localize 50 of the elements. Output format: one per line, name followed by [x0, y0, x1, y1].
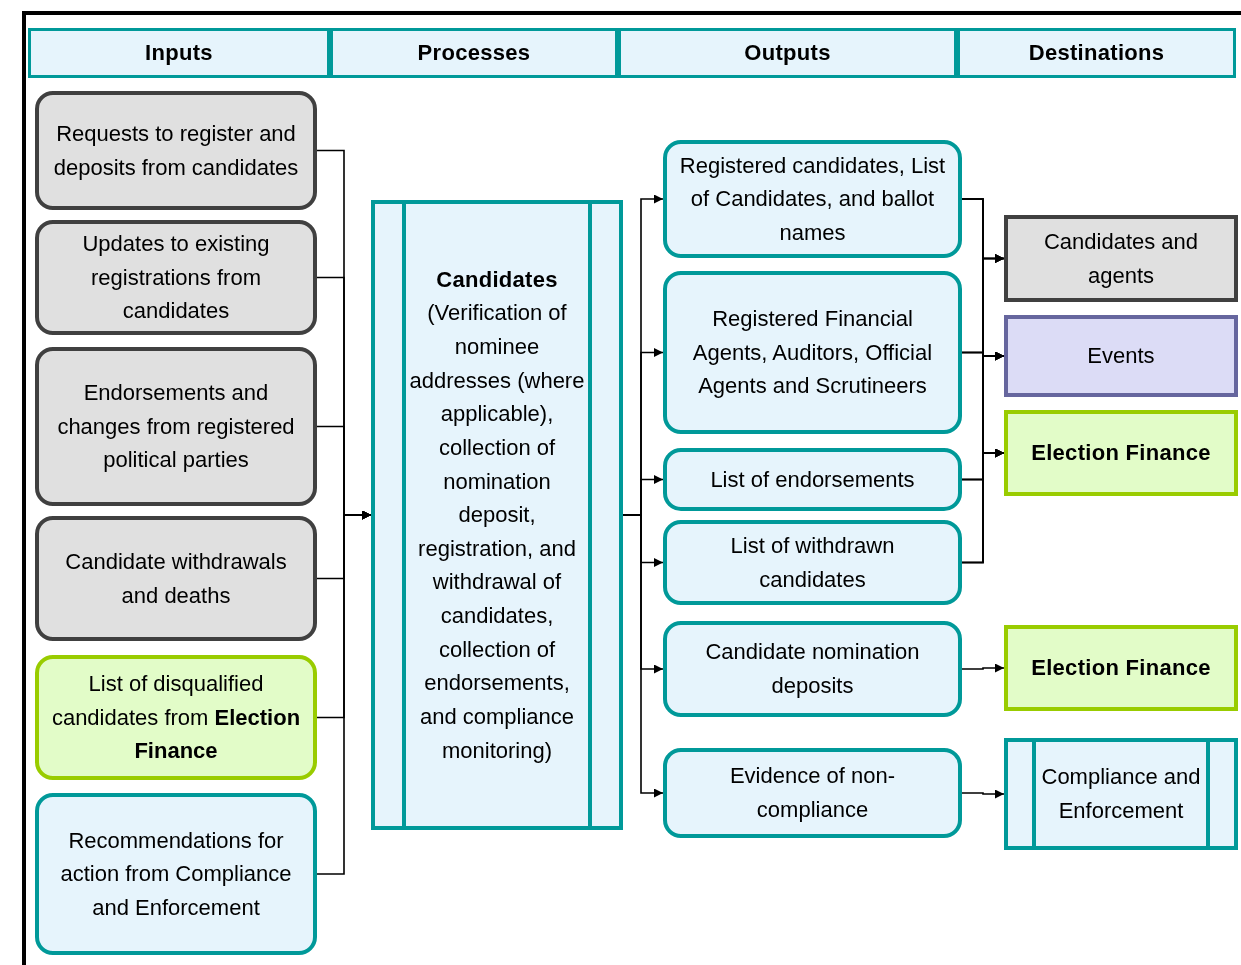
connector-arrow — [316, 510, 372, 875]
node-text: Election Finance — [1031, 654, 1211, 683]
node-text: (Verification of nominee addresses (where applicable), collection of nomination deposit, registration, and withdrawal of candidates, collection of endorsements, and compliance monitoring) — [408, 299, 586, 765]
column-header — [618, 28, 957, 78]
node-text: Updates to existing registrations from candidates — [81, 230, 271, 326]
output-box — [663, 520, 962, 605]
node-text: Endorsements and changes from registered political parties — [56, 379, 296, 475]
connector-arrow — [961, 663, 1005, 673]
node-text: Candidate withdrawals and deaths — [64, 547, 288, 610]
process-box — [371, 200, 623, 830]
header-text: Destinations — [1028, 39, 1165, 68]
node-text: Recommendations for action from Compliance and Enforcement — [59, 826, 293, 922]
input-box — [35, 91, 317, 210]
header-text: Inputs — [145, 39, 213, 68]
connector-arrow — [622, 514, 664, 798]
input-box — [35, 347, 317, 506]
node-text: Election Finance — [1031, 439, 1211, 468]
node-text: Candidates — [436, 265, 558, 294]
destination-box — [1004, 315, 1238, 397]
input-box — [35, 655, 317, 780]
header-text: Outputs — [744, 39, 831, 68]
node-text: Candidates and agents — [1042, 227, 1200, 290]
node-text: List of endorsements — [710, 465, 915, 494]
output-box — [663, 271, 962, 434]
input-box — [35, 793, 317, 955]
column-header — [957, 28, 1236, 78]
connector-arrow — [961, 789, 1005, 799]
input-box — [35, 220, 317, 335]
column-header — [330, 28, 618, 78]
output-box — [663, 140, 962, 258]
node-text: List of disqualified candidates from Election Finance — [50, 670, 302, 766]
node-text: Evidence of non-compliance — [728, 762, 897, 824]
node-text: List of withdrawn candidates — [729, 531, 896, 594]
node-text: Registered Financial Agents, Auditors, Official Agents and Scrutineers — [691, 305, 934, 401]
connector-arrow — [961, 448, 1005, 564]
node-text: Requests to register and deposits from candidates — [52, 119, 300, 182]
destination-box — [1004, 215, 1238, 302]
node-text: Events — [1087, 342, 1155, 371]
output-box — [663, 448, 962, 511]
output-box — [663, 621, 962, 717]
destination-box — [1004, 738, 1238, 850]
destination-box — [1004, 410, 1238, 496]
node-text: Candidate nomination deposits — [704, 638, 921, 700]
node-text: Compliance and Enforcement — [1040, 763, 1202, 825]
output-box — [663, 748, 962, 838]
column-header — [28, 28, 330, 78]
header-text: Processes — [417, 39, 531, 68]
node-text: Registered candidates, List of Candidates, and ballot names — [678, 151, 947, 247]
input-box — [35, 516, 317, 641]
destination-box — [1004, 625, 1238, 711]
